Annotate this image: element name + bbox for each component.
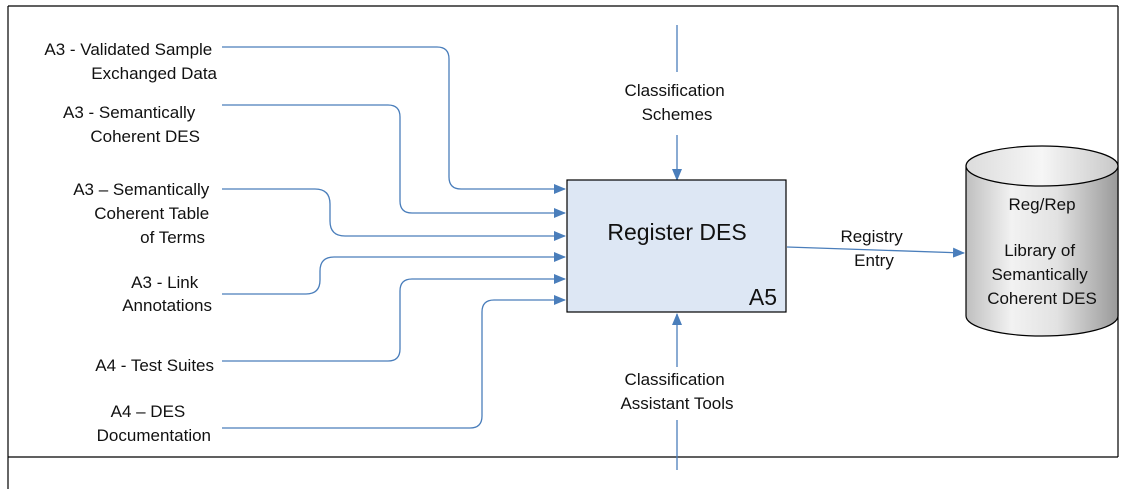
process-title: Register DES [607, 219, 746, 245]
datastore-title: Reg/Rep [1008, 195, 1075, 214]
datastore-description: Library of Semantically Coherent DES [987, 241, 1097, 308]
input-arrow-2 [222, 104, 566, 218]
process-node-id: A5 [749, 284, 777, 310]
input-label-4: A3 - Link Annotations [122, 273, 212, 315]
output-label: Registry Entry [840, 227, 907, 270]
input-arrow-6 [222, 295, 566, 429]
input-arrow-4 [222, 252, 566, 295]
input-arrow-5 [222, 274, 566, 362]
datastore-cylinder [965, 145, 1119, 337]
control-label: Classification Schemes [625, 81, 730, 124]
input-label-5: A4 - Test Suites [95, 356, 214, 375]
process-box [566, 179, 787, 313]
cylinder-top [965, 145, 1119, 187]
input-label-2: A3 - Semantically Coherent DES [63, 103, 200, 146]
input-label-3: A3 – Semantically Coherent Table of Term… [73, 180, 214, 247]
cylinder-body [965, 165, 1119, 337]
input-label-1: A3 - Validated Sample Exchanged Data [44, 40, 217, 83]
input-label-6: A4 – DES Documentation [97, 402, 211, 445]
input-arrow-3 [222, 188, 566, 241]
output-arrow [786, 246, 965, 258]
mechanism-label: Classification Assistant Tools [620, 370, 733, 413]
input-arrow-1 [222, 46, 566, 194]
